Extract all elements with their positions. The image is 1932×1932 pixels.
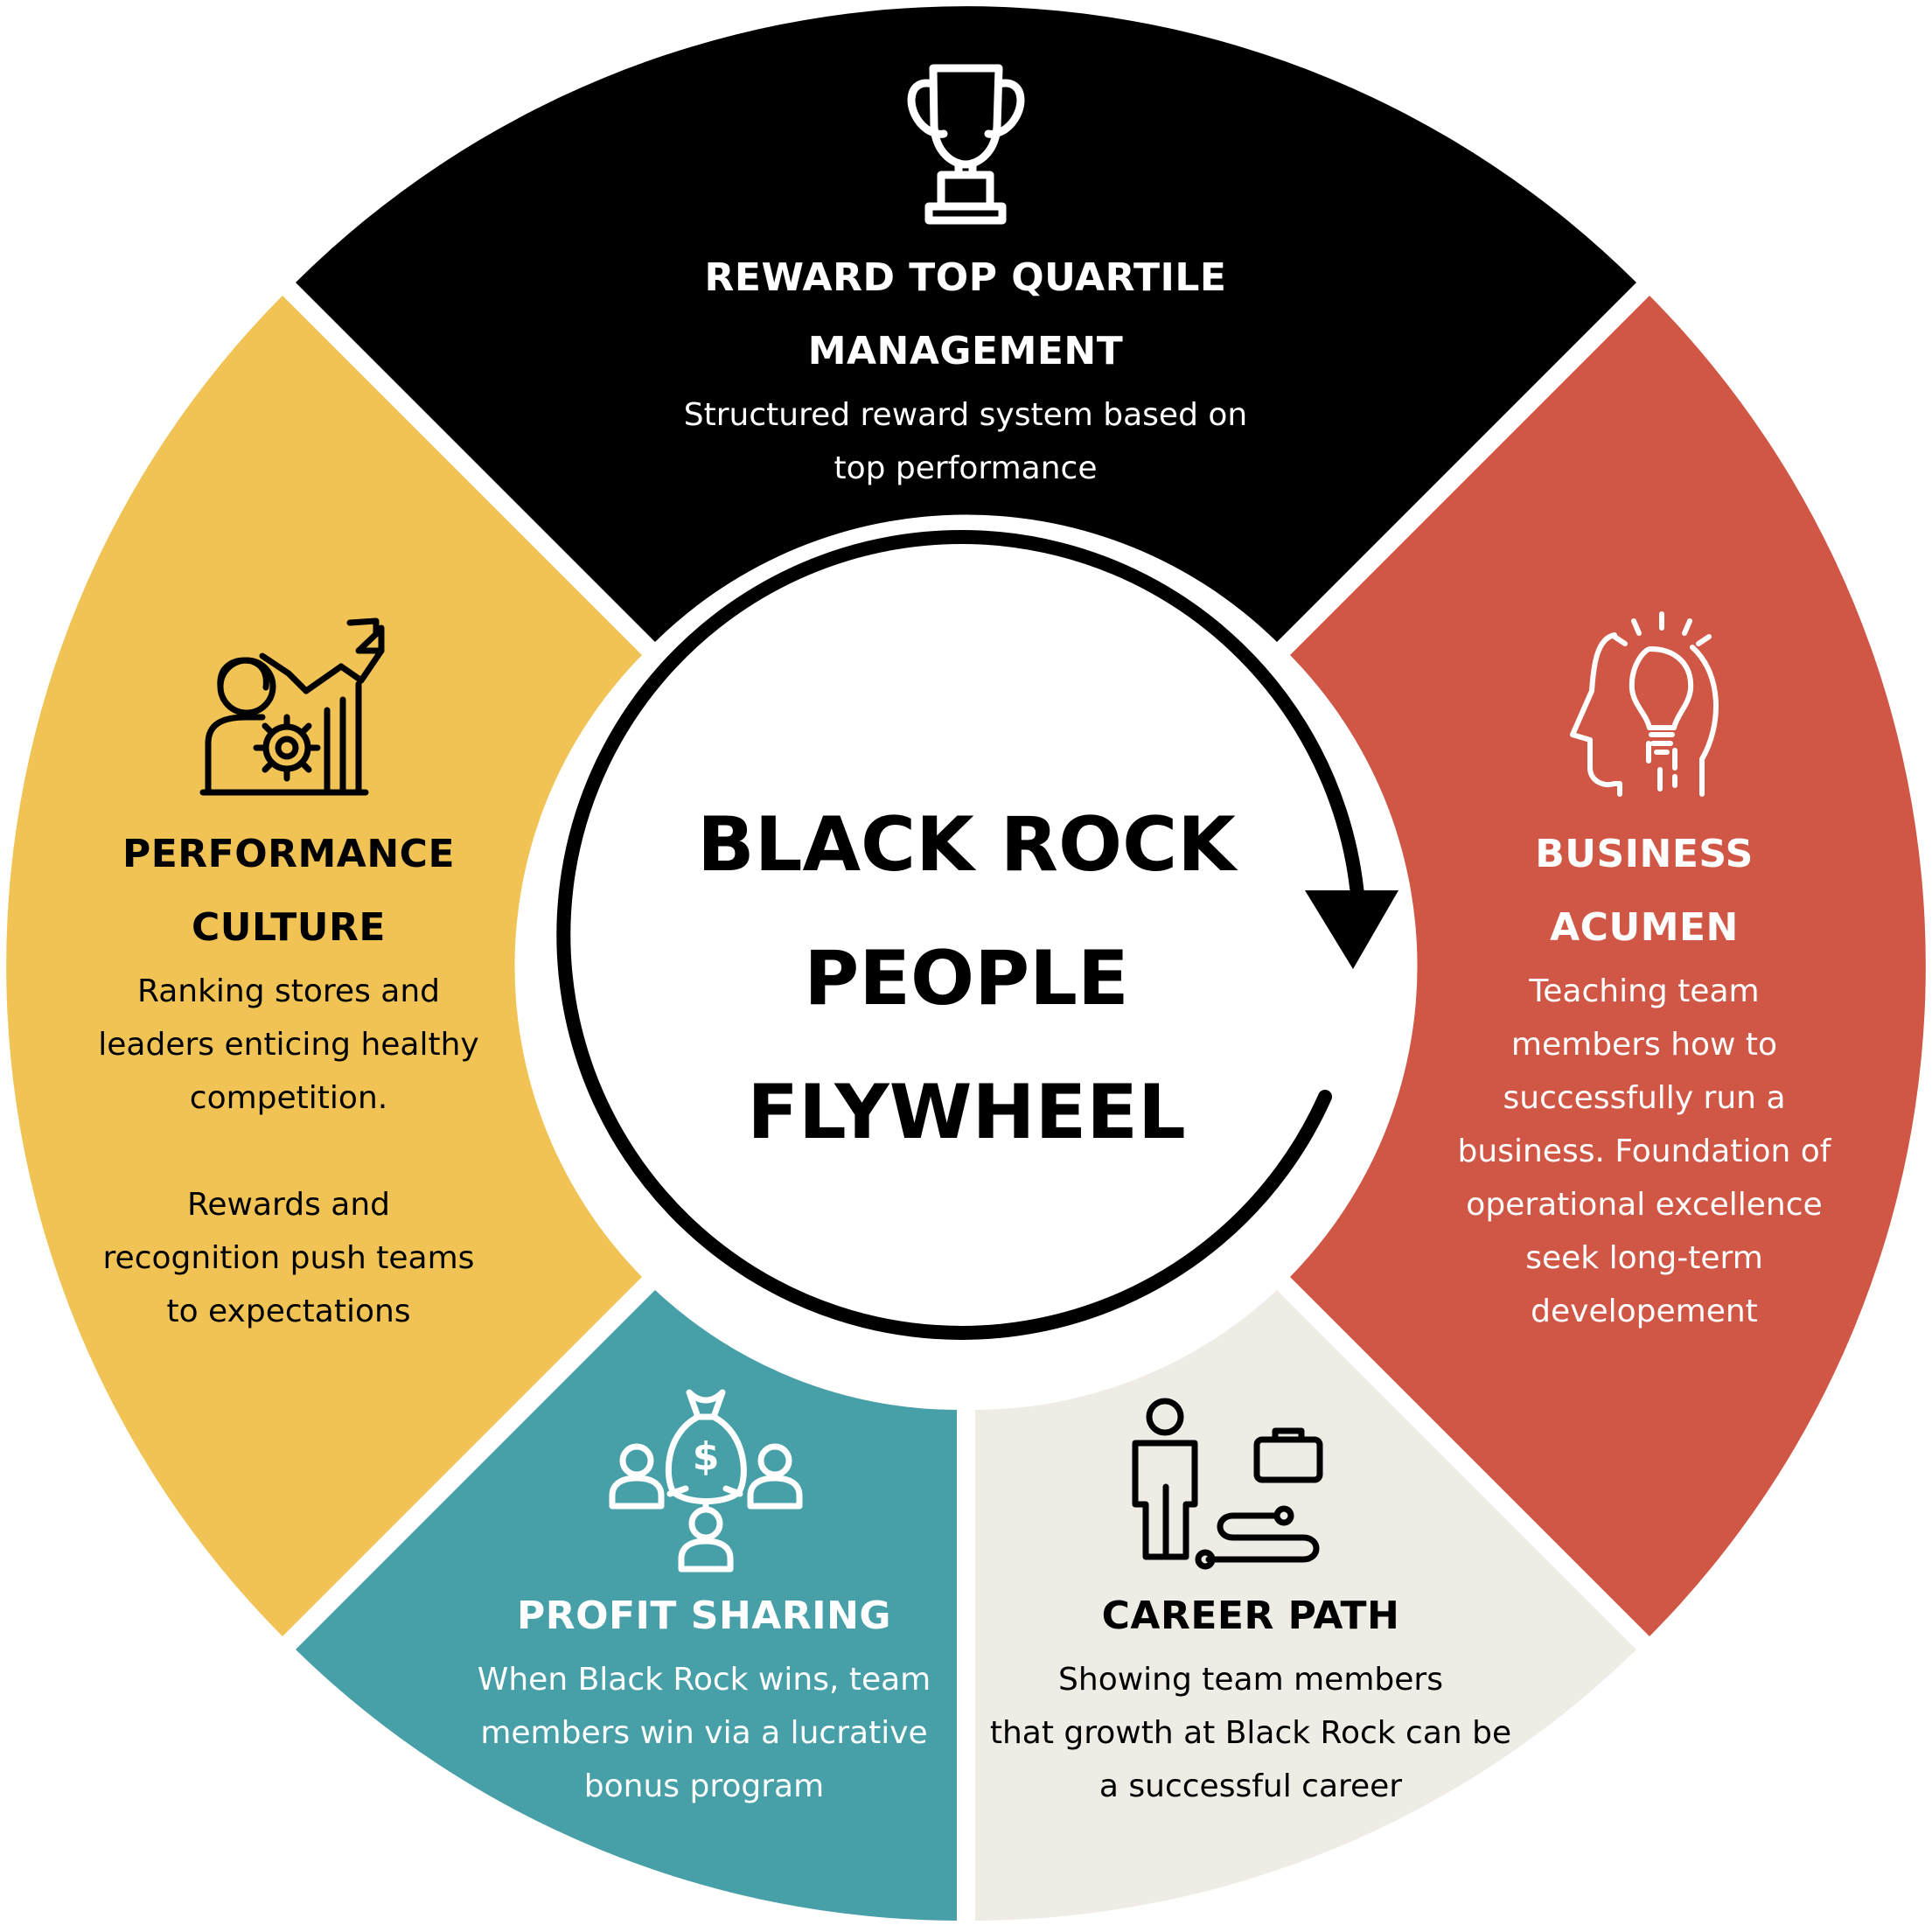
profit-title: PROFIT SHARING <box>516 1594 892 1638</box>
business-title-line-2: ACUMEN <box>1550 905 1739 950</box>
head-lightbulb-icon <box>1570 611 1719 797</box>
business-title-line-1: BUSINESS <box>1535 832 1754 876</box>
center-title-line-2: PEOPLE <box>804 935 1129 1022</box>
segment-performance-culture <box>6 296 643 1636</box>
profit-text-block: PROFIT SHARING When Black Rock wins, tea… <box>459 1580 949 1813</box>
center-title: BLACK ROCK PEOPLE FLYWHEEL <box>643 778 1290 1180</box>
business-description: Teaching team members how to successfull… <box>1457 973 1831 1329</box>
segment-profit-sharing <box>296 1290 957 1921</box>
performance-title-line-1: PERFORMANCE <box>122 832 456 876</box>
svg-text:$: $ <box>693 1434 720 1479</box>
growth-chart-person-icon <box>199 617 385 796</box>
segment-business-acumen <box>1290 296 1926 1636</box>
reward-title-line-2: MANAGEMENT <box>807 329 1124 373</box>
segment-career-path <box>975 1290 1636 1921</box>
reward-title-line-1: REWARD TOP QUARTILE <box>704 255 1227 300</box>
reward-text-block: REWARD TOP QUARTILE MANAGEMENT Structure… <box>616 241 1315 495</box>
performance-description: Ranking stores and leaders enticing heal… <box>98 973 479 1329</box>
center-title-line-1: BLACK ROCK <box>697 801 1236 889</box>
career-description: Showing team members that growth at Blac… <box>989 1662 1512 1804</box>
flywheel-arrow-ring <box>556 529 1364 1340</box>
center-circle <box>524 524 1408 1408</box>
performance-title-line-2: CULTURE <box>192 905 386 950</box>
business-text-block: BUSINESS ACUMEN Teaching team members ho… <box>1417 818 1872 1338</box>
trophy-icon <box>907 64 1025 225</box>
reward-description: Structured reward system based on top pe… <box>683 397 1248 486</box>
performance-text-block: PERFORMANCE CULTURE Ranking stores and l… <box>70 818 507 1338</box>
center-title-line-3: FLYWHEEL <box>747 1069 1186 1156</box>
career-path-icon <box>1132 1398 1323 1570</box>
money-bag-people-icon: $ <box>609 1389 803 1573</box>
segment-reward-top-quartile <box>296 6 1636 643</box>
career-title: CAREER PATH <box>1101 1594 1400 1638</box>
career-text-block: CAREER PATH Showing team members that gr… <box>962 1580 1539 1813</box>
flywheel-arrowhead <box>1305 890 1398 969</box>
profit-description: When Black Rock wins, team members win v… <box>477 1662 931 1804</box>
